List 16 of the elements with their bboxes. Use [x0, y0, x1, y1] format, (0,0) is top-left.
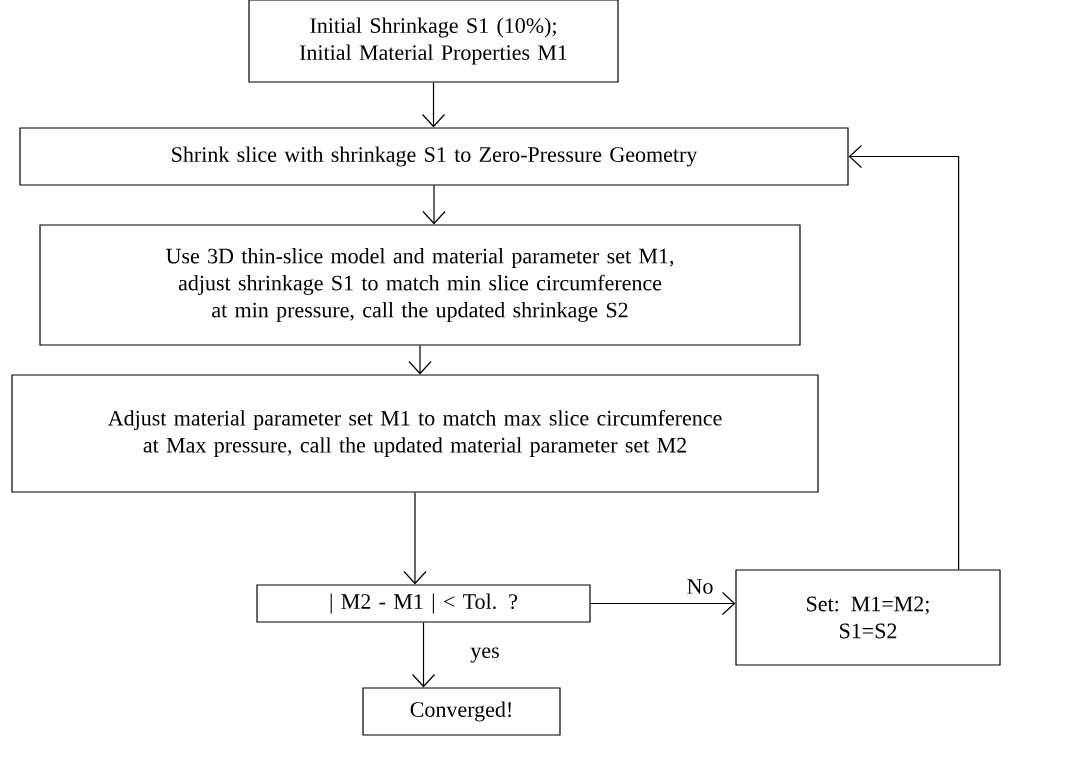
edge-label: No: [687, 579, 713, 594]
process-box: Shrink slice with shrinkage S1 to Zero-Pressure Geometry: [19, 127, 849, 186]
process-box: Adjust material parameter set M1 to match max slice circumference at Max pressure, call the updated material parameter set M2: [11, 374, 819, 493]
arrow: [848, 144, 960, 570]
edge-label: yes: [470, 647, 499, 663]
process-box: Initial Shrinkage S1 (10%); Initial Material Properties M1: [248, 0, 619, 83]
arrow: [422, 185, 446, 225]
arrow: [403, 492, 427, 585]
process-box: Use 3D thin-slice model and material parameter set M1, adjust shrinkage S1 to match min slice circumference at min pressure, call the updated shrinkage S2: [39, 224, 801, 346]
process-box: | M2 - M1 | < Tol. ?: [256, 584, 591, 623]
arrow: [411, 622, 436, 688]
process-box: Converged!: [362, 687, 561, 736]
arrow: [408, 345, 432, 375]
process-box: Set: M1=M2; S1=S2: [735, 569, 1001, 666]
arrow: [590, 591, 736, 616]
arrow: [421, 82, 446, 128]
